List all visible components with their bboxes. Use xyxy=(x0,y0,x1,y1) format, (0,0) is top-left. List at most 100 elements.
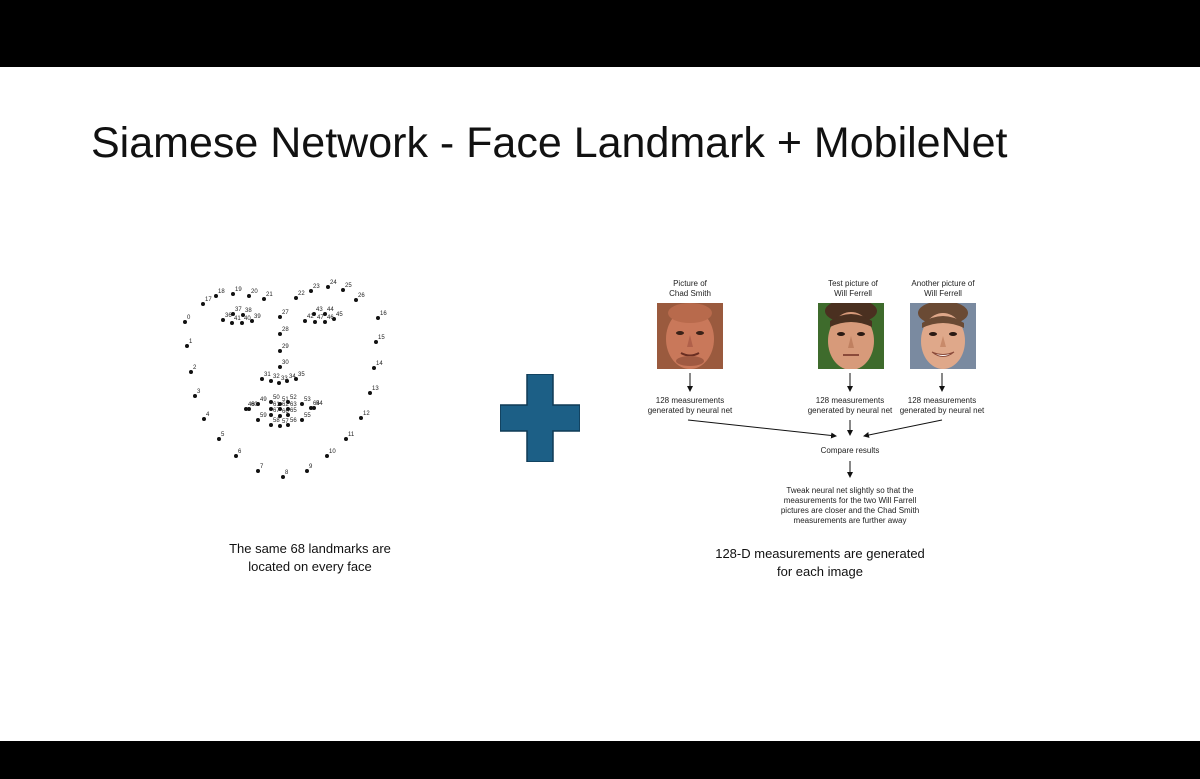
landmark-point xyxy=(244,407,248,411)
landmark-label: 57 xyxy=(282,419,289,425)
landmark-point xyxy=(278,407,282,411)
landmark-label: 5 xyxy=(221,432,225,438)
landmark-label: 55 xyxy=(304,413,311,419)
pipeline-arrows xyxy=(687,373,945,478)
landmark-label: 17 xyxy=(205,297,212,303)
landmark-point xyxy=(256,418,260,422)
landmark-label: 54 xyxy=(316,401,323,407)
landmark-label: 34 xyxy=(289,374,296,380)
landmark-point xyxy=(189,370,193,374)
landmark-point xyxy=(234,454,238,458)
plus-icon xyxy=(500,374,580,462)
landmark-point xyxy=(269,379,273,383)
landmark-point xyxy=(323,312,327,316)
landmark-label: 18 xyxy=(218,289,225,295)
landmark-label: 36 xyxy=(225,313,232,319)
landmark-label: 42 xyxy=(307,314,314,320)
landmark-point xyxy=(230,321,234,325)
landmark-point xyxy=(269,413,273,417)
landmark-point xyxy=(303,319,307,323)
landmark-label: 60 xyxy=(251,402,258,408)
landmark-point xyxy=(269,400,273,404)
landmark-point xyxy=(278,365,282,369)
landmark-label: 3 xyxy=(197,389,201,395)
landmark-point xyxy=(247,294,251,298)
landmark-point xyxy=(309,289,313,293)
landmark-point xyxy=(269,407,273,411)
landmark-label: 28 xyxy=(282,327,289,333)
landmark-point xyxy=(221,318,225,322)
landmark-label: 61 xyxy=(273,402,280,408)
landmark-point xyxy=(376,316,380,320)
landmark-label: 30 xyxy=(282,360,289,366)
landmark-point xyxy=(281,475,285,479)
landmark-label: 35 xyxy=(298,372,305,378)
landmark-point xyxy=(231,292,235,296)
landmark-point xyxy=(374,340,378,344)
landmark-point xyxy=(278,402,282,406)
landmark-label: 44 xyxy=(327,307,334,313)
landmark-point xyxy=(278,315,282,319)
landmark-point xyxy=(278,414,282,418)
landmark-label: 31 xyxy=(264,372,271,378)
landmark-point xyxy=(305,469,309,473)
landmark-label: 22 xyxy=(298,291,305,297)
landmark-label: 8 xyxy=(285,470,289,476)
landmark-point xyxy=(354,298,358,302)
landmark-point xyxy=(344,437,348,441)
will-ferrell-another-photo xyxy=(910,303,976,369)
tweak-network-label: Tweak neural net slightly so that the me… xyxy=(780,486,920,525)
landmark-label: 33 xyxy=(281,376,288,382)
landmark-label: 38 xyxy=(245,308,252,314)
landmark-point xyxy=(312,406,316,410)
landmark-label: 25 xyxy=(345,283,352,289)
landmark-point xyxy=(269,423,273,427)
landmark-label: 9 xyxy=(309,464,313,470)
chad-smith-photo xyxy=(657,303,723,369)
another-picture-heading: Another picture of Will Ferrell xyxy=(911,279,975,298)
landmark-label: 2 xyxy=(193,365,197,371)
landmark-point xyxy=(294,377,298,381)
landmark-label: 7 xyxy=(260,464,264,470)
landmark-point xyxy=(300,402,304,406)
landmark-point xyxy=(185,344,189,348)
landmark-point xyxy=(260,377,264,381)
landmark-point xyxy=(323,320,327,324)
landmark-point xyxy=(183,320,187,324)
landmark-label: 27 xyxy=(282,310,289,316)
landmark-label: 15 xyxy=(378,335,385,341)
landmark-label: 23 xyxy=(313,284,320,290)
bottom-letterbox-bar xyxy=(0,741,1200,779)
landmark-label: 1 xyxy=(189,339,193,345)
slide-title: Siamese Network - Face Landmark + Mobile… xyxy=(91,119,1008,167)
landmark-point xyxy=(217,437,221,441)
landmark-label: 37 xyxy=(235,307,242,313)
landmark-label: 62 xyxy=(282,402,289,408)
landmark-label: 39 xyxy=(254,314,261,320)
landmark-label: 21 xyxy=(266,292,273,298)
landmark-point xyxy=(341,288,345,292)
landmark-point xyxy=(285,379,289,383)
top-letterbox-bar xyxy=(0,0,1200,67)
landmark-label: 67 xyxy=(273,408,280,414)
landmark-label: 50 xyxy=(273,395,280,401)
landmark-point xyxy=(286,413,290,417)
landmark-point xyxy=(250,319,254,323)
landmark-label: 40 xyxy=(244,316,251,322)
landmark-label: 24 xyxy=(330,280,337,286)
pipeline-figure: Picture of Chad Smith Test picture of Wi… xyxy=(640,275,1000,545)
landmark-label: 14 xyxy=(376,361,383,367)
landmark-label: 43 xyxy=(316,307,323,313)
landmark-point xyxy=(286,423,290,427)
compare-results-label: Compare results xyxy=(820,446,880,455)
landmark-label: 53 xyxy=(304,397,311,403)
landmark-point xyxy=(201,302,205,306)
landmark-point xyxy=(286,400,290,404)
slide: Siamese Network - Face Landmark + Mobile… xyxy=(0,67,1200,741)
landmark-point xyxy=(359,416,363,420)
landmark-label: 16 xyxy=(380,311,387,317)
landmark-label: 29 xyxy=(282,344,289,350)
landmark-label: 52 xyxy=(290,395,297,401)
landmark-label: 26 xyxy=(358,293,365,299)
